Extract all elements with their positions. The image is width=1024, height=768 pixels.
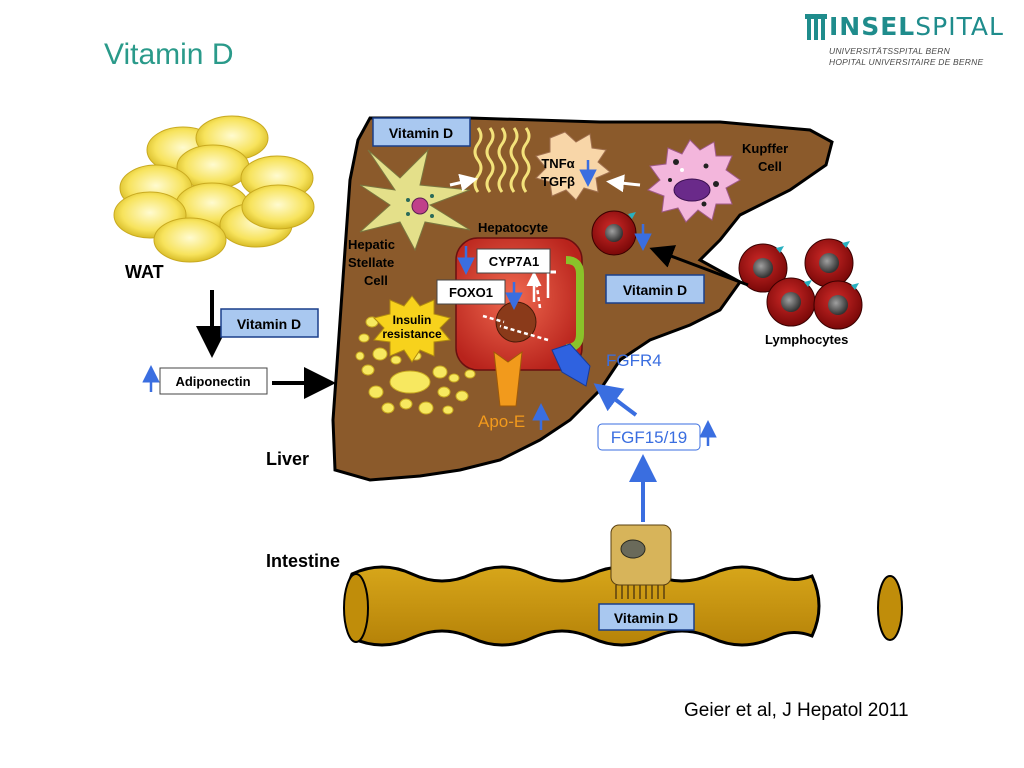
stellate-label-2: Stellate [348, 255, 394, 270]
liver-label: Liver [266, 449, 309, 469]
cyp7a1-box [476, 248, 551, 274]
slide-title: Vitamin D [104, 38, 234, 71]
stellate-label-1: Hepatic [348, 237, 395, 252]
fgf-label: FGF15/19 [611, 428, 688, 447]
kupffer-to-cytokine-arrow [606, 174, 641, 193]
fiber-arrow [449, 173, 478, 192]
hepatocyte-nucleus [495, 301, 537, 343]
intestine-end-right [877, 575, 903, 641]
foxo1-box [436, 279, 506, 305]
hepatic-stellate-cell [359, 148, 471, 252]
kupffer-label-2: Cell [758, 159, 782, 174]
fgfr4-label: FGFR4 [606, 351, 662, 370]
apoe-receptor [493, 350, 523, 407]
adiponectin-box [159, 367, 268, 395]
vitamin-d-box-liver-top [372, 117, 471, 147]
hepatocyte-label: Hepatocyte [478, 220, 548, 235]
lymphocytes-to-liver-arrow [649, 245, 749, 287]
citation: Geier et al, J Hepatol 2011 [684, 700, 909, 721]
apoe-label: Apo-E [478, 412, 525, 431]
cyp7a1-label: CYP7A1 [489, 254, 540, 269]
liver-lymphocyte [591, 210, 637, 256]
vitamin-d-box-wat [220, 308, 319, 338]
stellate-label-3: Cell [364, 273, 388, 288]
vitamin-d-label-liver-top: Vitamin D [389, 125, 453, 141]
kupffer-cell [647, 139, 741, 223]
enterocyte-cell [610, 524, 672, 599]
tnf-label: TNFα [541, 156, 574, 171]
wat-adipocyte-cluster [113, 115, 315, 263]
intestine-end-left [343, 573, 369, 643]
inselspital-logo: INSELSPITAL UNIVERSITÄTSSPITAL BERN HOPI… [805, 10, 1015, 70]
kupffer-label-1: Kupffer [742, 141, 788, 156]
fgf-to-fgfr4-arrow [593, 383, 638, 417]
vitamin-d-box-intestine [598, 603, 695, 631]
vitamin-d-label-intestine: Vitamin D [614, 610, 678, 626]
logo-subtitle-fr: HOPITAL UNIVERSITAIRE DE BERNE [829, 57, 984, 67]
hepatocyte-membrane [565, 256, 584, 352]
lymphocyte-group [738, 238, 863, 330]
vitamin-d-label-wat: Vitamin D [237, 316, 301, 332]
lymphocytes-label: Lymphocytes [765, 332, 848, 347]
vitamin-d-label-liver-right: Vitamin D [623, 282, 687, 298]
insulin-label-1: Insulin [393, 313, 432, 327]
vitamin-d-box-liver-right [605, 274, 705, 304]
tgf-label: TGFβ [541, 174, 575, 189]
foxo1-label: FOXO1 [449, 285, 493, 300]
insulin-label-2: resistance [382, 327, 442, 341]
liver-fat-droplets [355, 316, 476, 415]
wat-label: WAT [125, 262, 164, 282]
fgfr4-receptor [551, 343, 591, 387]
logo-emblem-icon [805, 14, 827, 40]
adiponectin-label: Adiponectin [175, 374, 250, 389]
logo-subtitle-de: UNIVERSITÄTSSPITAL BERN [829, 46, 950, 56]
logo-wordmark: INSELSPITAL [829, 12, 1004, 41]
intestine-shape [343, 565, 821, 647]
intestine-label: Intestine [266, 551, 340, 571]
insulin-resistance-star [373, 295, 451, 363]
